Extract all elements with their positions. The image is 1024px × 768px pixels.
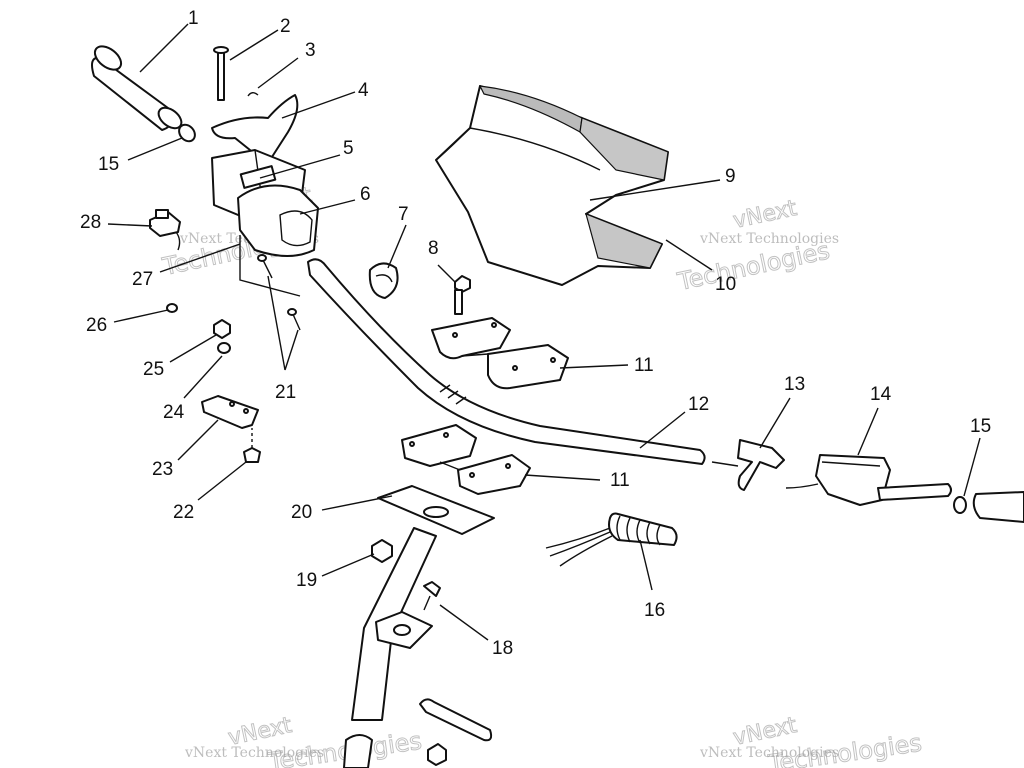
watermark-small: vNext Technologies [699, 231, 839, 247]
callout-24: 24 [163, 402, 185, 423]
e-clip [247, 92, 259, 97]
callout-15-left: 15 [98, 154, 119, 175]
callout-23: 23 [152, 459, 173, 480]
callout-13: 13 [784, 374, 805, 395]
upper-clamp [431, 317, 569, 390]
washer-24 [217, 342, 231, 354]
screws-21 [239, 235, 301, 331]
nut-26 [166, 303, 178, 313]
callout-27: 27 [132, 269, 153, 290]
callout-2: 2 [280, 16, 291, 37]
callout-16: 16 [644, 600, 665, 621]
callout-26: 26 [86, 315, 107, 336]
callout-1: 1 [188, 8, 199, 29]
pivot-pin [213, 46, 229, 101]
callout-12: 12 [688, 394, 709, 415]
clamp-bolt [454, 275, 471, 315]
callout-9: 9 [725, 166, 736, 187]
wire-clip [368, 262, 399, 299]
callout-20: 20 [291, 502, 312, 523]
steering-post [343, 485, 495, 768]
hood [435, 85, 669, 286]
callout-15-right: 15 [970, 416, 991, 437]
watermark-small: vNext Technologies [699, 745, 839, 761]
mount-plate [201, 395, 259, 429]
brake-housing [785, 454, 952, 506]
callout-11-lower: 11 [610, 470, 630, 491]
callout-labels: 1 2 3 4 5 6 7 8 9 10 11 11 12 13 14 15 1… [80, 8, 991, 659]
callout-8: 8 [428, 238, 439, 259]
leader-lines [107, 23, 981, 641]
callout-19: 19 [296, 570, 317, 591]
watermark-bottom-right: vNext vNext Technologies Technologies [699, 712, 924, 768]
callout-6: 6 [360, 184, 371, 205]
lower-clamp [401, 424, 531, 495]
watermark-small: vNext Technologies [184, 745, 324, 761]
brake-bracket [711, 439, 785, 491]
grip-left [91, 45, 183, 131]
callout-25: 25 [143, 359, 164, 380]
kill-switch [149, 209, 181, 251]
throttle-lever [211, 94, 299, 163]
housing-cover [237, 184, 319, 257]
bolt-22 [243, 428, 261, 463]
heater-coil [545, 512, 678, 567]
callout-3: 3 [305, 40, 316, 61]
callout-14: 14 [870, 384, 892, 405]
callout-18: 18 [492, 638, 513, 659]
callout-10: 10 [715, 274, 736, 295]
callout-22: 22 [173, 502, 194, 523]
callout-4: 4 [358, 80, 369, 101]
callout-21: 21 [275, 382, 296, 403]
nut-19 [371, 539, 393, 563]
callout-11-upper: 11 [634, 355, 654, 376]
callout-7: 7 [398, 204, 409, 225]
callout-28: 28 [80, 212, 101, 233]
grip-right [953, 491, 1024, 523]
nut-25 [213, 319, 231, 339]
lower-sleeve [419, 698, 493, 766]
watermark-big-line1: vNext [731, 196, 799, 234]
callout-5: 5 [343, 138, 354, 159]
watermark-top-right: vNext Technologies vNext Technologies [674, 195, 839, 296]
watermark-bottom-left: vNext vNext Technologies Technologies [184, 712, 424, 768]
bolt-18 [423, 581, 441, 611]
handlebar [307, 258, 706, 465]
